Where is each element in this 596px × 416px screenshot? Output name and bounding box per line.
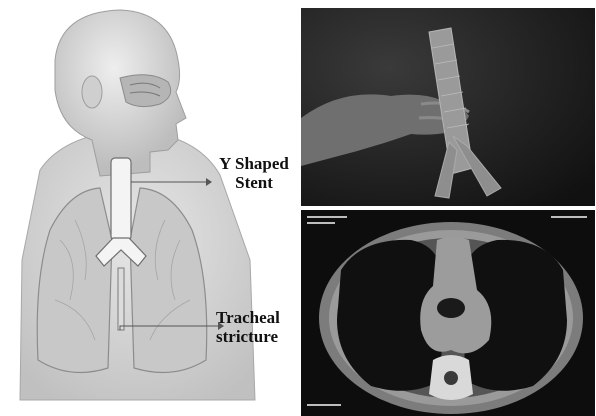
anatomy-drawing bbox=[0, 0, 300, 416]
y-stent-trunk bbox=[111, 158, 131, 240]
stent-photo bbox=[301, 8, 595, 206]
ct-scan-image bbox=[301, 210, 595, 416]
stricture-label: Tracheal stricture bbox=[216, 308, 300, 346]
stent-label: Y Shaped Stent bbox=[208, 154, 300, 192]
tracheal-stricture bbox=[118, 268, 124, 330]
stricture-label-line1: Tracheal bbox=[216, 308, 300, 327]
stent-label-line1: Y Shaped bbox=[208, 154, 300, 173]
ct-scan-drawing bbox=[301, 210, 595, 416]
stent-photo-drawing bbox=[301, 8, 595, 206]
anatomy-illustration bbox=[0, 0, 300, 416]
nasal-cavity bbox=[120, 75, 171, 107]
stricture-label-line2: stricture bbox=[216, 327, 300, 346]
stent-label-line2: Stent bbox=[208, 173, 300, 192]
